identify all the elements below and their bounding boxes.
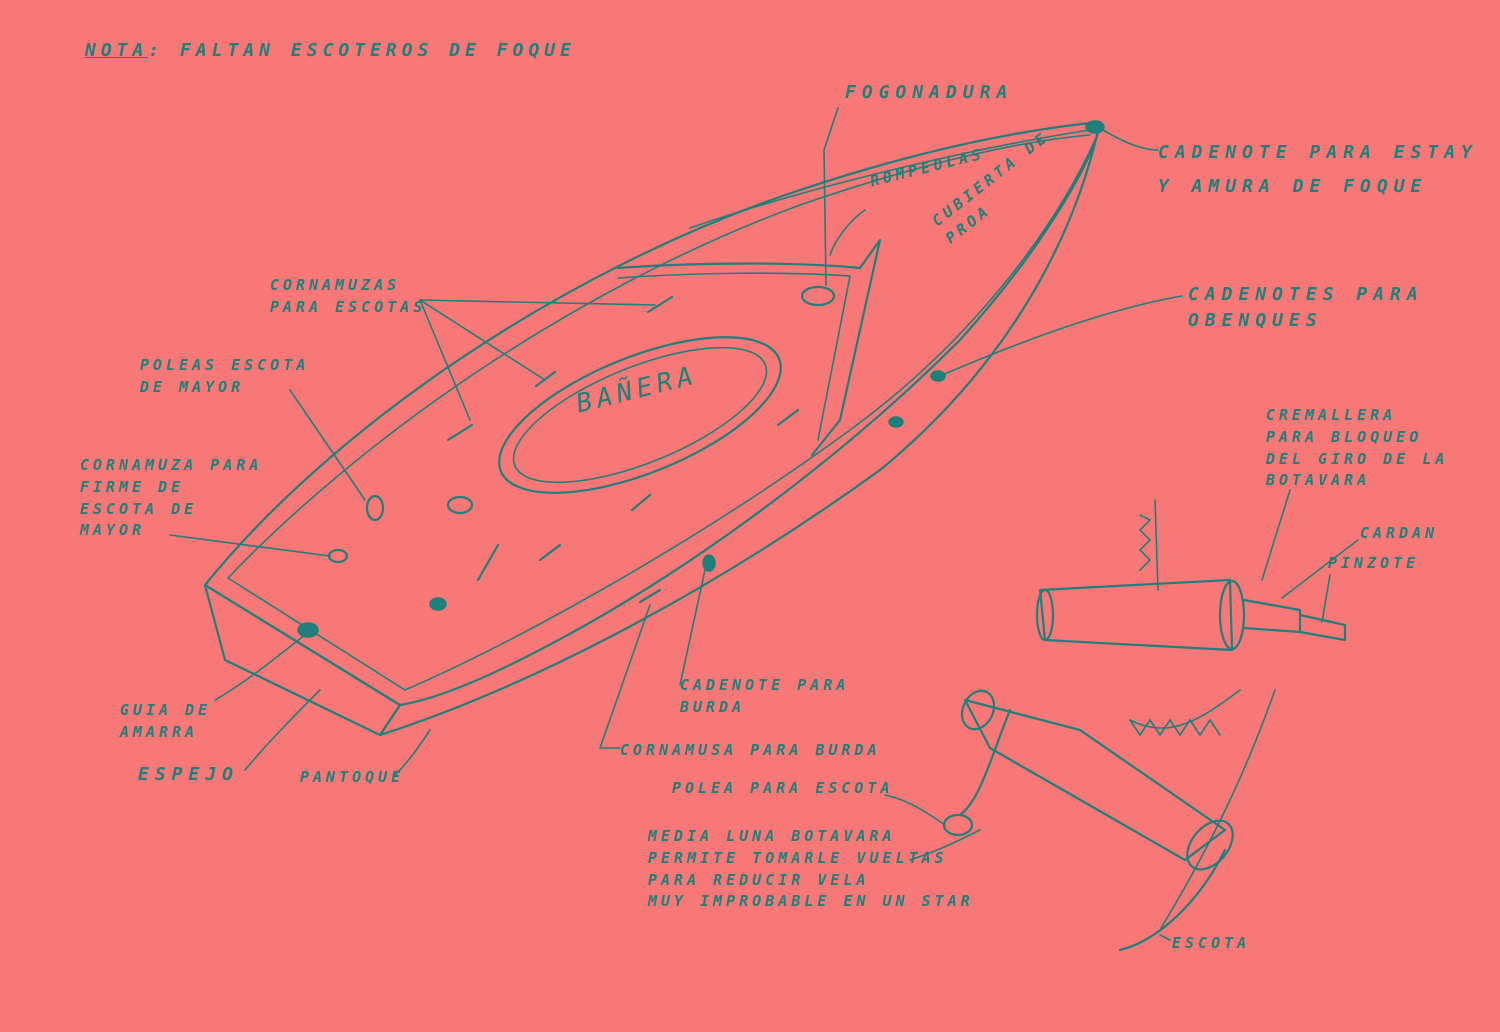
stern-fairlead — [297, 622, 319, 638]
sheet-cleat-1 — [446, 423, 474, 442]
label-polea-escota: POLEA PARA ESCOTA — [672, 779, 894, 797]
mast-partner — [800, 285, 836, 307]
label-pantoque: PANTOQUE — [300, 768, 405, 786]
leader-cornamuzas-2 — [419, 299, 546, 381]
breakwater — [616, 238, 882, 457]
cockpit-inner — [512, 346, 768, 484]
leader-cornamuzas-1 — [419, 299, 471, 421]
note-text: NOTA: FALTAN ESCOTEROS DE FOQUE — [85, 38, 576, 64]
leader-cadenote-burda — [679, 569, 706, 686]
label-cornamuzas-escotas: CORNAMUZAS PARA ESCOTAS — [270, 276, 427, 316]
boom-gooseneck-detail — [1035, 489, 1359, 652]
hull-side — [378, 120, 1102, 737]
mainsheet-cleat — [327, 548, 349, 564]
label-media-luna: MEDIA LUNA BOTAVARA PERMITE TOMARLE VUEL… — [648, 827, 974, 911]
label-cremallera: CREMALLERA PARA BLOQUEO DEL GIRO DE LA B… — [1266, 406, 1449, 490]
sheet-cleat-3 — [646, 295, 674, 314]
backstay-cleat — [638, 588, 662, 604]
cockpit-coaming — [498, 336, 782, 494]
leader-rompeolas — [829, 209, 866, 256]
leader-obenques — [939, 295, 1183, 377]
deck-cleat-3 — [630, 493, 652, 512]
breakwater-inner — [617, 272, 851, 441]
mainsheet-block-2 — [446, 495, 474, 515]
sheet-cleat-2 — [534, 370, 557, 388]
note-body: : FALTAN ESCOTEROS DE FOQUE — [148, 40, 576, 61]
deck-cleat-1 — [476, 543, 500, 582]
hull-deck-outline — [203, 120, 1102, 707]
label-poleas-escota-mayor: POLEAS ESCOTA DE MAYOR — [140, 356, 310, 396]
deck-inner-line — [227, 134, 1091, 579]
leader-poleas-mayor — [289, 389, 366, 501]
sheet-cleat-4 — [776, 408, 800, 427]
leader-cadenote-estay — [1102, 129, 1159, 151]
label-cadenote-estay: CADENOTE PARA ESTAY Y AMURA DE FOQUE — [1158, 142, 1478, 198]
leader-pantoque — [394, 729, 431, 776]
leader-fogonadura — [823, 107, 839, 286]
note-heading: NOTA — [85, 40, 149, 61]
label-cornamuza-firme: CORNAMUZA PARA FIRME DE ESCOTA DE MAYOR — [80, 456, 263, 540]
deck-inner-line-2 — [227, 139, 1096, 691]
label-fogonadura: FOGONADURA — [845, 82, 1014, 103]
label-pinzote: PINZOTE — [1328, 554, 1420, 572]
roller-reefing-detail — [884, 689, 1276, 952]
label-cardan: CARDAN — [1360, 524, 1439, 542]
bow-fitting — [1085, 120, 1105, 134]
deck-fitting-1 — [429, 597, 447, 611]
label-guia-amarra: GUIA DE AMARRA — [120, 701, 212, 741]
leader-cornamuza-firme — [169, 534, 331, 557]
label-cornamusa-burda: CORNAMUSA PARA BURDA — [620, 741, 881, 759]
transom — [203, 583, 402, 737]
leader-cornamuzas-3 — [419, 299, 656, 306]
deck-cleat-2 — [538, 543, 562, 562]
label-escota: ESCOTA — [1172, 934, 1251, 952]
leader-espejo — [244, 689, 321, 771]
shroud-plate-2 — [888, 416, 904, 428]
leader-cornamusa-burda — [598, 604, 651, 749]
mainsheet-block-1 — [365, 494, 385, 522]
leader-guia-amarra — [214, 634, 306, 701]
label-cadenotes-obenques: CADENOTES PARA OBENQUES — [1188, 284, 1424, 332]
shroud-plate-1 — [930, 370, 946, 382]
label-cadenote-burda: CADENOTE PARA BURDA — [680, 676, 850, 716]
foredeck-line — [689, 129, 1091, 229]
backstay-plate — [702, 554, 716, 572]
label-espejo: ESPEJO — [138, 764, 240, 785]
